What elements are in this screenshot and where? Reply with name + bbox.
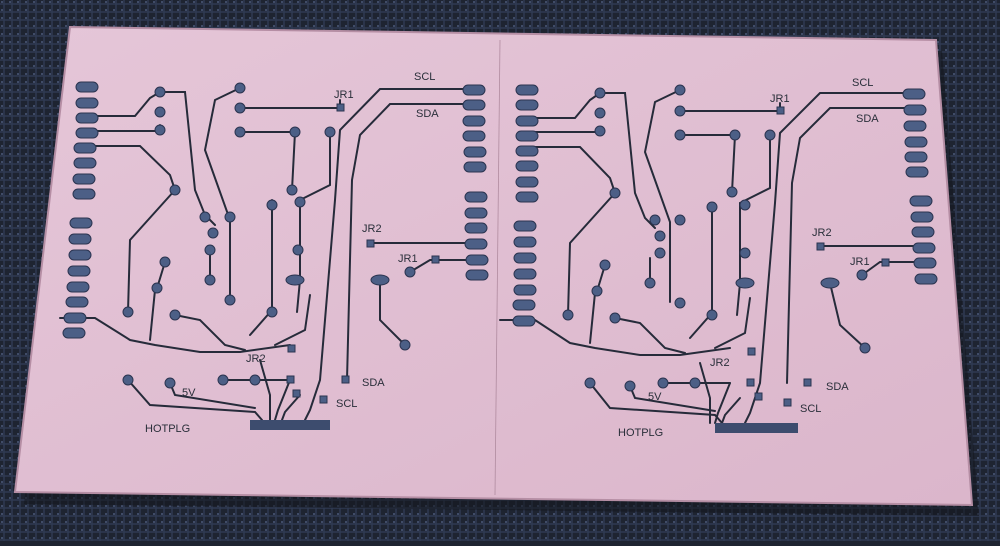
left-board-labels: SCL SDA JR1 JR2 JR1 JR2 5V HOTPLG SDA SC… <box>145 71 439 435</box>
label-sda-bottom-2: SDA <box>826 381 849 393</box>
left-board <box>59 87 471 421</box>
label-sda-bottom: SDA <box>362 377 385 389</box>
label-scl-top-2: SCL <box>852 77 873 89</box>
label-jr2-mid: JR2 <box>362 223 382 235</box>
label-jr1-mid-2: JR1 <box>850 256 870 268</box>
pcb-board <box>13 25 974 507</box>
label-hotplg: HOTPLG <box>145 423 190 435</box>
label-jr2-bottom-2: JR2 <box>710 357 730 369</box>
label-scl-top: SCL <box>414 71 435 83</box>
right-board-labels: SCL SDA JR1 JR2 JR1 JR2 5V HOTPLG SDA SC… <box>618 77 879 439</box>
left-board-pads <box>62 81 489 404</box>
label-5v: 5V <box>182 387 196 399</box>
label-jr2-bottom: JR2 <box>246 353 266 365</box>
left-edge-connector <box>250 420 330 430</box>
center-divider <box>494 39 501 496</box>
right-board-pads <box>512 84 938 407</box>
label-scl-bottom: SCL <box>336 398 357 410</box>
label-5v-2: 5V <box>648 391 662 403</box>
label-sda-top: SDA <box>416 108 439 120</box>
label-sda-top-2: SDA <box>856 113 879 125</box>
label-jr1-top: JR1 <box>334 89 354 101</box>
label-jr2-mid-2: JR2 <box>812 227 832 239</box>
label-scl-bottom-2: SCL <box>800 403 821 415</box>
label-jr1-top-2: JR1 <box>770 93 790 105</box>
label-hotplg-2: HOTPLG <box>618 427 663 439</box>
right-edge-connector <box>715 423 798 433</box>
label-jr1-mid: JR1 <box>398 253 418 265</box>
